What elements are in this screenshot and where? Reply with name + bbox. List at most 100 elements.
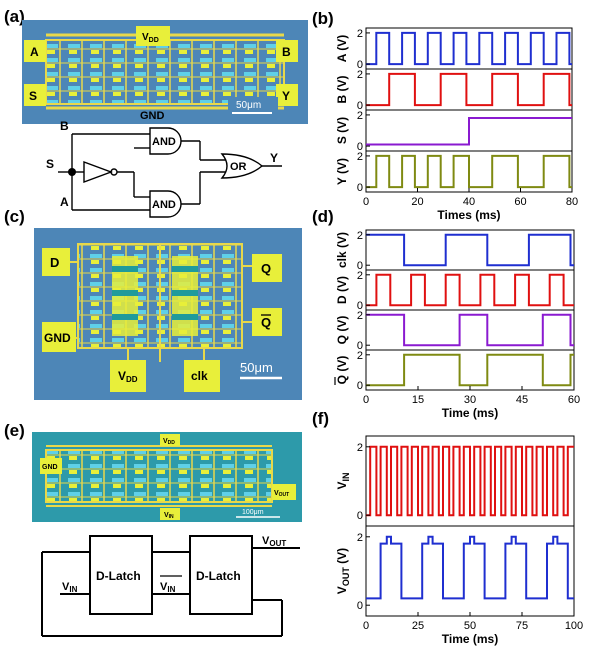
y-tick-label: 0 [357, 141, 363, 153]
series-line [366, 313, 574, 347]
gnd-label-a: GND [140, 110, 165, 122]
pad-clk [184, 360, 220, 392]
y-axis-label: clk (V) [335, 232, 349, 268]
y-tick-label: 0 [357, 340, 363, 352]
pad-b [276, 40, 298, 62]
and-gate-bottom-label: AND [152, 199, 176, 211]
vdd-label-a: VDD [142, 32, 159, 44]
pad-y [276, 84, 298, 106]
circuit-output-y: Y [270, 151, 278, 165]
y-tick-label: 0 [357, 510, 363, 522]
series-line [366, 233, 574, 267]
x-tick-label: 50 [464, 620, 476, 632]
vout-label-circuit: VOUT [262, 535, 286, 548]
scale-text-a: 50μm [236, 100, 261, 111]
subplot-frame [365, 269, 575, 311]
y-tick-label: 0 [357, 100, 363, 112]
micrograph-e: GND VDD VIN VOUT 100μm [32, 432, 302, 522]
scale-text-c: 50μm [240, 360, 273, 375]
series-line [366, 353, 574, 387]
series-line [366, 273, 574, 307]
d-latch-2-label: D-Latch [196, 569, 241, 583]
y-axis-label: S (V) [335, 117, 349, 144]
y-axis-label: Y (V) [335, 158, 349, 185]
or-gate [220, 153, 264, 179]
series-line [366, 117, 572, 146]
x-axis-label: Time (ms) [442, 406, 498, 420]
circuit-a [58, 127, 282, 218]
pad-qbar-label: Q [261, 315, 271, 330]
series-line [366, 72, 572, 107]
and-gate-top [149, 127, 182, 155]
pad-gnd-c [42, 322, 76, 352]
y-tick-label: 0 [357, 300, 363, 312]
pad-s [24, 84, 46, 106]
y-tick-label: 2 [357, 110, 363, 122]
y-axis-label: B (V) [335, 76, 349, 104]
subplot-frame [365, 27, 573, 70]
or-gate-label: OR [230, 161, 247, 173]
y-tick-label: 0 [357, 59, 363, 71]
subplot-frame [365, 229, 575, 271]
circuit-input-a: A [60, 195, 69, 209]
pad-a [24, 40, 46, 62]
x-tick-label: 60 [568, 394, 580, 406]
panel-label-d: (d) [312, 207, 334, 226]
y-tick-label: 2 [357, 69, 363, 81]
pad-gnd-e [40, 458, 62, 474]
vout-label-e: VOUT [274, 490, 289, 498]
y-tick-label: 0 [357, 182, 363, 194]
vdd-label-c: VDD [118, 369, 138, 384]
pad-gnd-c-label: GND [44, 331, 71, 345]
series-line [366, 535, 574, 600]
x-tick-label: 30 [464, 394, 476, 406]
y-tick-label: 2 [357, 442, 363, 454]
pad-vin-e [160, 508, 180, 520]
y-tick-label: 2 [357, 350, 363, 362]
micrograph-a: A S B Y VDD GND 50μm [22, 20, 308, 124]
pad-q-label: Q [261, 261, 271, 276]
circuit-e [41, 535, 300, 637]
x-tick-label: 0 [363, 394, 369, 406]
pad-qbar [252, 308, 282, 336]
panel-label-a: (a) [4, 7, 25, 26]
x-tick-label: 20 [411, 196, 423, 208]
y-tick-label: 2 [357, 310, 363, 322]
x-tick-label: 60 [514, 196, 526, 208]
and-gate-top-label: AND [152, 136, 176, 148]
vin-label-circuit: VIN [62, 581, 78, 594]
panel-label-c: (c) [4, 207, 25, 226]
panel-label-e: (e) [4, 421, 25, 440]
pad-vdd [136, 26, 170, 46]
circuit-input-b: B [60, 119, 69, 133]
x-tick-label: 25 [412, 620, 424, 632]
x-tick-label: 45 [516, 394, 528, 406]
x-tick-label: 100 [565, 620, 583, 632]
d-latch-2 [189, 535, 253, 615]
subplot-frame [365, 68, 573, 111]
and-gate-bottom [149, 190, 182, 218]
pad-d-label: D [50, 255, 59, 270]
vdd-label-e: VDD [163, 438, 175, 446]
pad-s-label: S [29, 89, 37, 103]
x-tick-label: 80 [566, 196, 578, 208]
y-axis-label: VOUT (V) [335, 548, 351, 594]
pad-vout-e [272, 484, 296, 500]
scale-text-e: 100μm [242, 509, 264, 516]
panel-label-b: (b) [312, 9, 334, 28]
gnd-label-e: GND [42, 464, 58, 471]
pad-clk-label: clk [191, 369, 208, 383]
y-axis-label: VIN [335, 472, 351, 489]
pad-y-label: Y [282, 89, 290, 103]
y-tick-label: 2 [357, 151, 363, 163]
pad-q [252, 254, 282, 282]
x-tick-label: 0 [363, 196, 369, 208]
y-tick-label: 0 [357, 260, 363, 272]
vin-label-e: VIN [164, 512, 174, 520]
d-latch-1 [89, 535, 153, 615]
x-tick-label: 15 [412, 394, 424, 406]
circuit-input-s: S [46, 157, 54, 171]
